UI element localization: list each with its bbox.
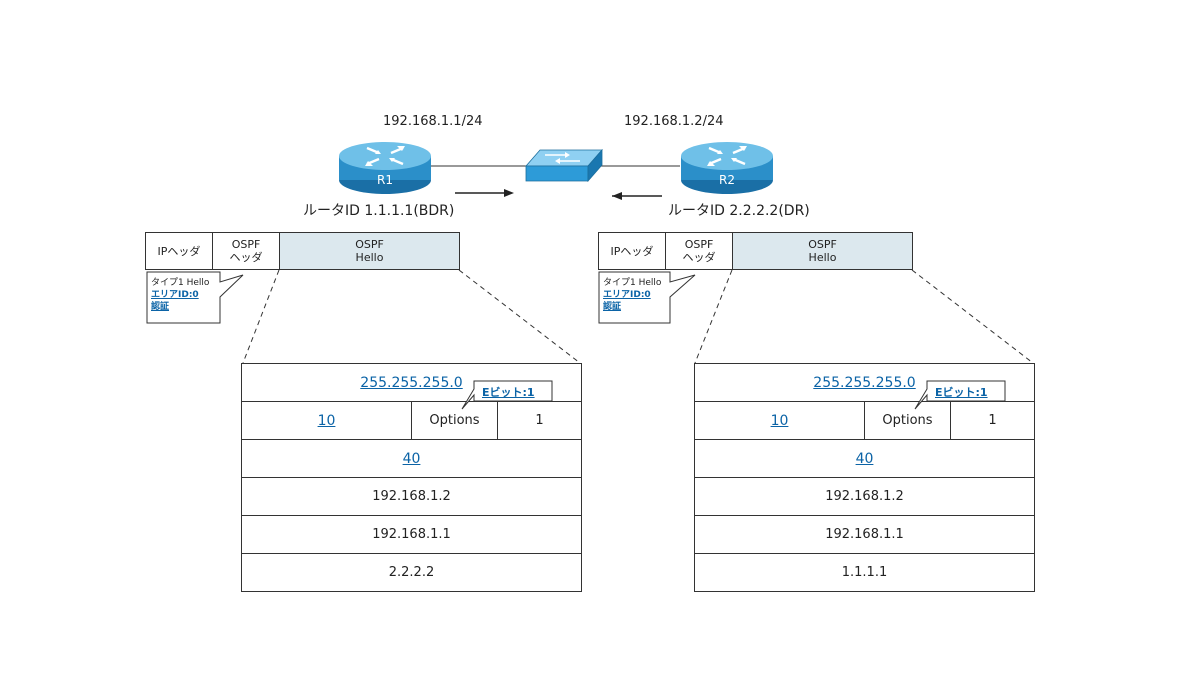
ip-header-cell: IPヘッダ [599,233,666,269]
ospf-header-cell: OSPF ヘッダ [666,233,733,269]
options-cell: Options [865,402,951,439]
hello-interval[interactable]: 10 [317,412,336,429]
hello-interval-cell: 10 [695,402,865,439]
callout-balloon [598,271,696,324]
network-mask-row: 255.255.255.0 [242,364,581,402]
network-mask[interactable]: 255.255.255.0 [813,374,916,391]
dead-interval-row: 40 [695,440,1034,478]
callout-area-id[interactable]: エリアID:0 [603,290,651,300]
r1-ip-address: 192.168.1.1/24 [383,114,483,129]
designated-router-row: 192.168.1.2 [242,478,581,516]
zoom-line [242,269,280,364]
options-cell: Options [412,402,498,439]
hello-interval[interactable]: 10 [770,412,789,429]
ospf-header-callout-right: タイプ1 Hello エリアID:0 認証 [603,277,661,313]
ospf-hello-cell: OSPF Hello [280,233,459,269]
zoom-line [458,269,581,364]
callout-area-id[interactable]: エリアID:0 [151,290,199,300]
switch-icon [525,148,603,183]
dead-interval-row: 40 [242,440,581,478]
callout-auth[interactable]: 認証 [603,302,622,312]
backup-designated-router-row: 192.168.1.1 [242,516,581,554]
dead-interval[interactable]: 40 [402,450,421,467]
neighbor-row: 2.2.2.2 [388,565,435,580]
ebit-balloon [461,380,553,410]
callout-type: タイプ1 Hello [151,278,210,288]
router-icon [681,142,773,194]
callout-type: タイプ1 Hello [603,278,662,288]
router-label: R1 [377,173,393,187]
router-icon [339,142,431,194]
router-r2: R2 [679,138,775,196]
r1-router-id: ルータID 1.1.1.1(BDR) [303,203,455,219]
network-mask[interactable]: 255.255.255.0 [360,374,463,391]
interval-options-row: 10 Options 1 [695,402,1034,440]
packet-header-right: IPヘッダ OSPF ヘッダ OSPF Hello [598,232,913,270]
dead-interval[interactable]: 40 [855,450,874,467]
ip-header-cell: IPヘッダ [146,233,213,269]
callout-balloon [146,271,244,324]
interval-options-row: 10 Options 1 [242,402,581,440]
packet-header-left: IPヘッダ OSPF ヘッダ OSPF Hello [145,232,460,270]
hello-packet-left: 255.255.255.0 10 Options 1 40 192.168.1.… [241,363,582,592]
r2-ip-address: 192.168.1.2/24 [624,114,724,129]
ospf-hello-cell: OSPF Hello [733,233,912,269]
r2-router-id: ルータID 2.2.2.2(DR) [668,203,810,219]
ebit-label[interactable]: Eビット:1 [482,386,535,399]
arrow-r1-to-switch [455,189,514,197]
backup-designated-router-row: 192.168.1.1 [695,516,1034,554]
ospf-header-cell: OSPF ヘッダ [213,233,280,269]
hello-interval-cell: 10 [242,402,412,439]
router-r1: R1 [337,138,433,196]
network-mask-row: 255.255.255.0 [695,364,1034,402]
ebit-balloon [914,380,1006,410]
ebit-label[interactable]: Eビット:1 [935,386,988,399]
callout-auth[interactable]: 認証 [151,302,170,312]
designated-router-row: 192.168.1.2 [695,478,1034,516]
router-priority-cell: 1 [988,413,997,428]
ospf-header-callout-left: タイプ1 Hello エリアID:0 認証 [151,277,209,313]
zoom-line [911,269,1034,364]
router-label: R2 [719,173,735,187]
neighbor-row: 1.1.1.1 [841,565,888,580]
arrow-r2-to-switch [612,192,662,200]
router-priority-cell: 1 [535,413,544,428]
zoom-line [694,269,733,364]
